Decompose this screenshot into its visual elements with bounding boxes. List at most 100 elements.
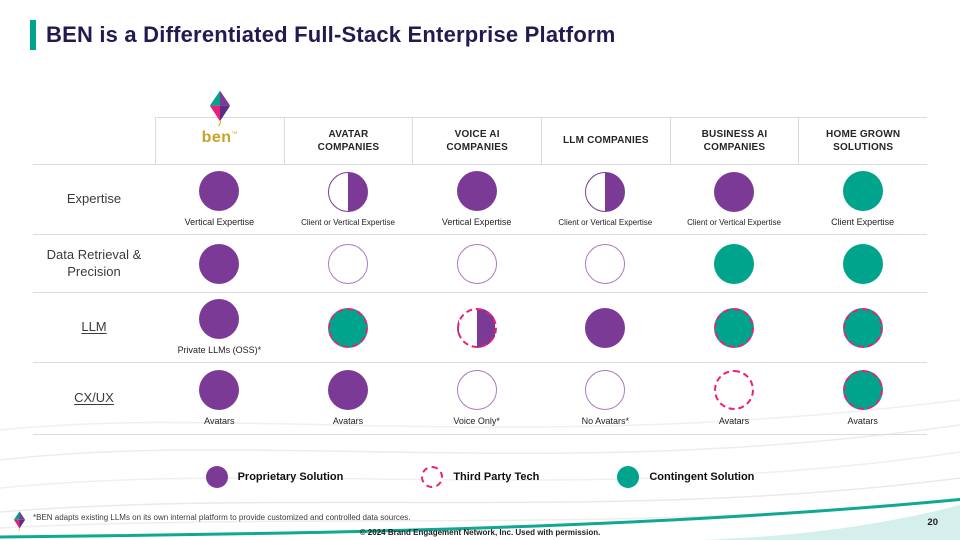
ben-kite-icon [13, 511, 26, 532]
column-header-label: LLM COMPANIES [562, 135, 649, 147]
column-header-label: AVATAR COMPANIES [317, 128, 380, 154]
matrix-cell: Avatars [798, 363, 927, 435]
circle-caption: Client Expertise [831, 217, 895, 228]
matrix-cell: Vertical Expertise [412, 165, 541, 235]
legend-marker-dashed [421, 466, 444, 488]
legend-label: Contingent Solution [649, 471, 755, 483]
circle-caption: Avatars [718, 416, 750, 427]
title-block: BEN is a Differentiated Full-Stack Enter… [30, 20, 616, 50]
indicator-teal-dashed [842, 307, 883, 348]
row-label: LLM [33, 293, 155, 363]
indicator-outline [585, 243, 626, 284]
indicator-teal-dashed [327, 307, 368, 348]
column-header-label: VOICE AI COMPANIES [446, 128, 508, 154]
column-header: AVATAR COMPANIES [283, 117, 413, 165]
indicator-purple [456, 171, 497, 212]
indicator-purple [199, 299, 240, 340]
title-accent-bar [30, 20, 36, 50]
column-header-label: BUSINESS AI COMPANIES [701, 128, 768, 154]
circle-caption: Avatars [204, 416, 235, 427]
matrix-cell [798, 235, 927, 293]
matrix-cell [283, 293, 413, 363]
matrix-cell [541, 293, 670, 363]
row-label: CX/UX [33, 363, 155, 435]
column-header: VOICE AI COMPANIES [412, 117, 541, 165]
indicator-outline [456, 370, 497, 411]
matrix-cell [412, 293, 541, 363]
matrix-cell: Avatars [669, 363, 799, 435]
matrix-cell: Client Expertise [798, 165, 927, 235]
indicator-outline [327, 243, 368, 284]
column-header: LLM COMPANIES [541, 117, 670, 165]
table-corner [33, 117, 155, 165]
circle-caption: Vertical Expertise [184, 217, 255, 228]
column-header: BUSINESS AI COMPANIES [669, 117, 799, 165]
matrix-cell: Client or Vertical Expertise [541, 165, 670, 235]
indicator-purple [585, 307, 626, 348]
row-label: Expertise [33, 165, 155, 235]
indicator-purple [199, 171, 240, 212]
indicator-teal-dashed [713, 307, 754, 348]
circle-caption: Client or Vertical Expertise [558, 217, 653, 227]
row-label-text: Data Retrieval & Precision [46, 247, 142, 279]
circle-caption: Voice Only* [453, 416, 500, 427]
row-label-text: Expertise [66, 191, 122, 207]
indicator-half [585, 171, 626, 212]
row-label: Data Retrieval & Precision [33, 235, 155, 293]
matrix-cell: Client or Vertical Expertise [283, 165, 413, 235]
indicator-teal-dashed [842, 370, 883, 411]
ben-logo-small [12, 511, 27, 536]
indicator-teal [842, 243, 883, 284]
legend-label: Third Party Tech [453, 471, 540, 483]
slide-title: BEN is a Differentiated Full-Stack Enter… [46, 22, 616, 47]
indicator-teal [842, 171, 883, 212]
matrix-cell [541, 235, 670, 293]
column-header-label: HOME GROWN SOLUTIONS [826, 128, 901, 154]
indicator-teal [713, 243, 754, 284]
indicator-purple [199, 370, 240, 411]
legend-item: Third Party Tech [421, 466, 539, 488]
indicator-purple [327, 370, 368, 411]
circle-caption: Vertical Expertise [441, 217, 512, 228]
matrix-cell [669, 235, 799, 293]
matrix-cell: No Avatars* [541, 363, 670, 435]
circle-caption: No Avatars* [581, 416, 630, 427]
matrix-cell: Avatars [283, 363, 413, 435]
matrix-cell [412, 235, 541, 293]
legend-item: Proprietary Solution [205, 466, 344, 488]
row-label-text: CX/UX [74, 390, 114, 406]
copyright: © 2024 Brand Engagement Network, Inc. Us… [359, 528, 601, 537]
legend: Proprietary Solution Third Party Tech Cont… [0, 466, 960, 488]
matrix-cell: Voice Only* [412, 363, 541, 435]
row-label-text: LLM [81, 319, 107, 335]
ben-wordmark: ben™ [201, 129, 239, 146]
matrix-cell: Client or Vertical Expertise [669, 165, 799, 235]
indicator-outline [456, 243, 497, 284]
ben-kite-icon [209, 90, 231, 126]
indicator-half [327, 171, 368, 212]
matrix-cell [283, 235, 413, 293]
indicator-outline [585, 370, 626, 411]
indicator-half-dashed [456, 307, 497, 348]
circle-caption: Client or Vertical Expertise [301, 217, 395, 227]
matrix-cell [155, 235, 284, 293]
page-number: 20 [927, 517, 938, 528]
legend-label: Proprietary Solution [237, 471, 344, 483]
legend-marker-purple [205, 466, 228, 488]
legend-item: Contingent Solution [617, 466, 754, 488]
matrix-cell: Vertical Expertise [155, 165, 284, 235]
legend-marker-teal [617, 466, 640, 488]
matrix-cell [798, 293, 927, 363]
indicator-purple [199, 243, 240, 284]
matrix-cell [669, 293, 799, 363]
matrix-cell: Private LLMs (OSS)* [155, 293, 284, 363]
comparison-table: ben™ AVATAR COMPANIES VOICE AI COMPANIES LL… [33, 90, 927, 435]
circle-caption: Avatars [847, 416, 878, 427]
indicator-purple [713, 171, 754, 212]
matrix-cell: Avatars [155, 363, 284, 435]
indicator-dashed [713, 370, 754, 411]
column-header-ben: ben™ [155, 90, 284, 165]
circle-caption: Private LLMs (OSS)* [177, 345, 262, 356]
footnote: *BEN adapts existing LLMs on its own int… [33, 513, 411, 522]
